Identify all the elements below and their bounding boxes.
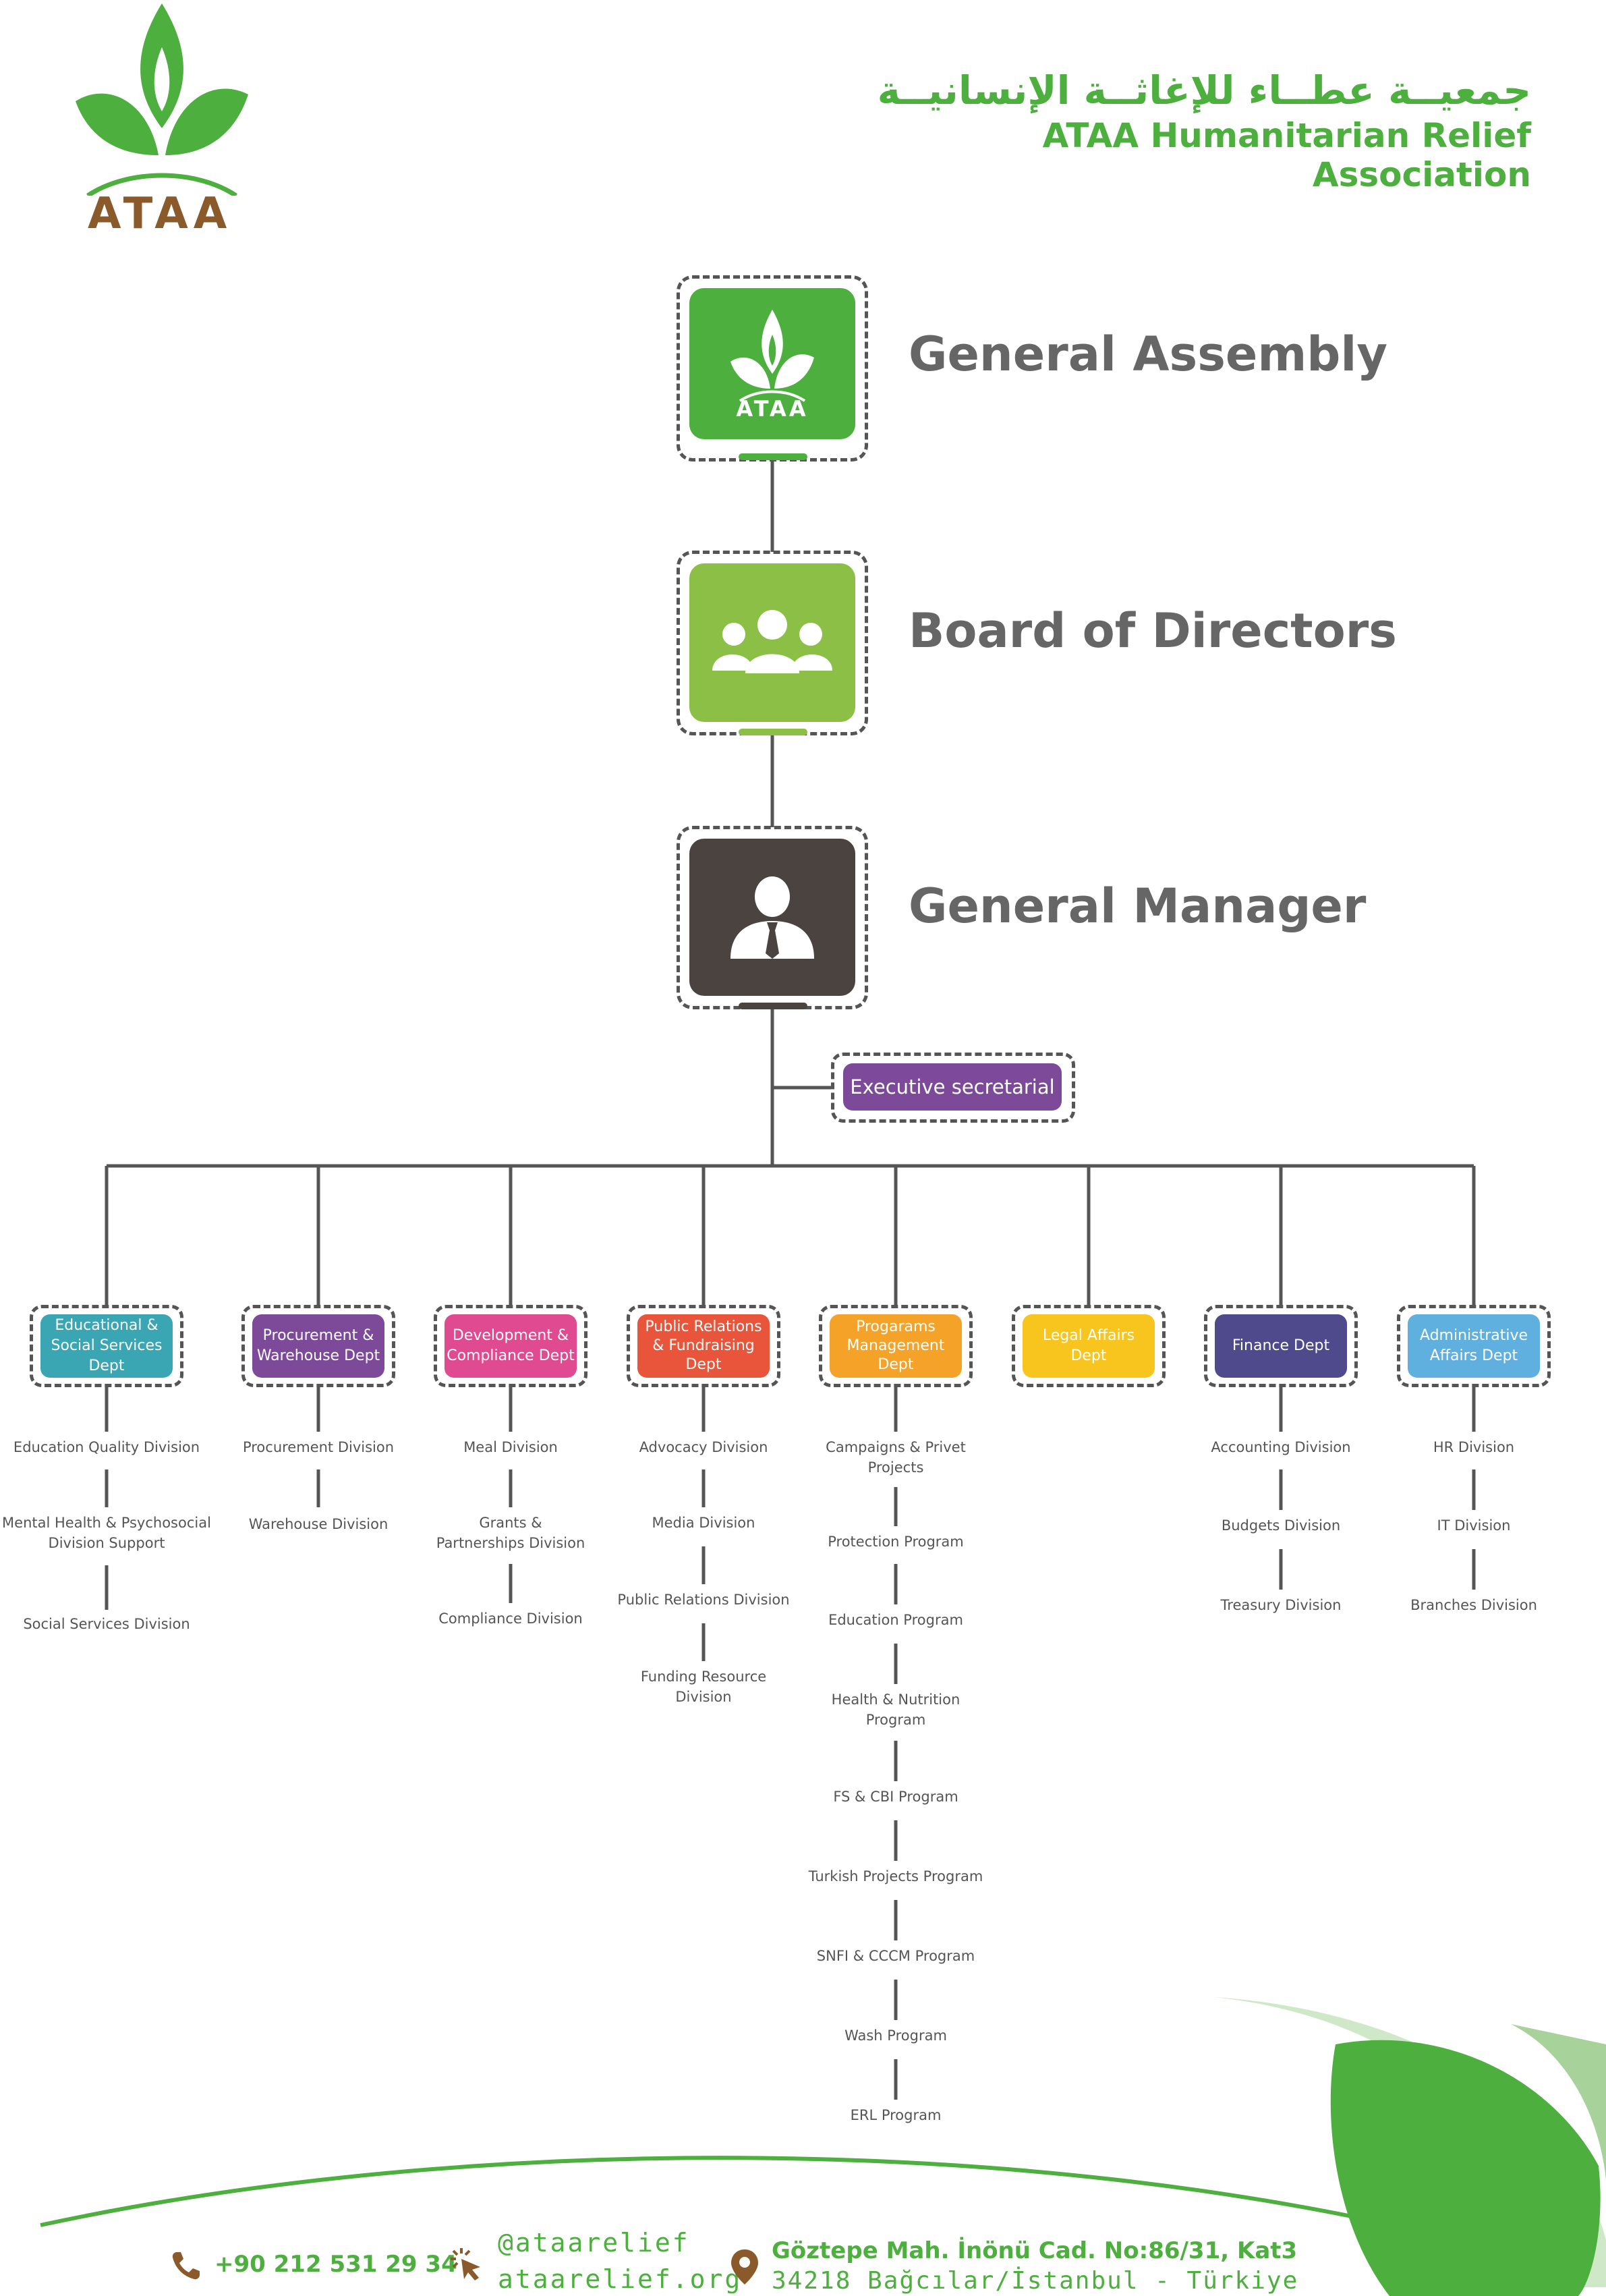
division-label: Warehouse Division [248,1516,389,1532]
general-manager-label: General Manager [909,878,1367,934]
department-box[interactable]: Finance Dept [1215,1314,1347,1378]
division-label: SNFI & CCCM Program [816,1948,975,1964]
phone-number[interactable]: +90 212 531 29 34 [214,2251,457,2278]
division-label: Protection Program [828,1534,964,1550]
division-label: Public Relations Division [617,1592,790,1608]
division-label: HR Division [1433,1439,1515,1455]
department-box[interactable]: Development &Compliance Dept [444,1314,577,1378]
org-name-english: ATAA Humanitarian Relief Association [1042,116,1531,194]
division-label: Procurement Division [242,1439,395,1455]
division-label: Wash Program [844,2027,947,2044]
division-label: Grants &Partnerships Division [436,1515,585,1551]
division-label: Treasury Division [1220,1597,1342,1613]
division-label: ERL Program [850,2107,942,2123]
department-frame [1204,1305,1358,1387]
org-name-arabic: جمعيــة عطــاء للإغاثــة الإنسانيــة [877,67,1531,113]
department-frame [1012,1305,1166,1387]
division-label: Advocacy Division [639,1439,768,1455]
executive-secretarial-frame [831,1053,1075,1123]
ataa-logo-icon [730,310,814,402]
website-link[interactable]: ataarelief.org [498,2264,743,2294]
phone-icon [172,2252,200,2280]
division-label: Accounting Division [1211,1439,1351,1455]
division-label: Social Services Division [23,1616,190,1632]
department-frame [434,1305,587,1387]
location-pin-icon [731,2249,758,2285]
department-frame [30,1305,183,1387]
logo-text: ATAA [88,189,233,239]
department-frame [819,1305,973,1387]
ataa-logo-text: ATAA [736,396,809,422]
manager-icon [730,876,814,959]
division-label: Turkish Projects Program [808,1868,983,1884]
logo: ATAA [67,0,256,243]
general-assembly-box[interactable]: ATAA [689,288,855,439]
department-label: Development &Compliance Dept [447,1327,575,1364]
general-manager-bar [739,1003,807,1009]
board-of-directors-label: Board of Directors [909,603,1397,659]
division-label: Branches Division [1410,1597,1537,1613]
general-manager-box[interactable] [689,839,855,996]
address-line-1: Göztepe Mah. İnönü Cad. No:86/31, Kat3 [772,2237,1298,2264]
group-icon [712,609,832,673]
department-box[interactable]: Procurement &Warehouse Dept [252,1314,384,1378]
division-label: Education Program [828,1612,963,1628]
division-label: Meal Division [463,1439,558,1455]
department-frame [241,1305,395,1387]
department-label: Procurement &Warehouse Dept [256,1327,380,1364]
department-box[interactable]: Educational &Social Services Dept [40,1314,173,1378]
cursor-click-icon [451,2248,480,2280]
leaf-logo-icon [76,3,248,198]
general-assembly-bar [739,453,807,460]
department-frame [627,1305,780,1387]
division-label: Budgets Division [1221,1517,1341,1534]
division-label: Education Quality Division [13,1439,200,1455]
division-label: FS & CBI Program [833,1789,958,1805]
address-line-2: 34218 Bağcılar/İstanbul - Türkiye [772,2267,1299,2295]
board-of-directors-box[interactable] [689,563,855,722]
board-of-directors-bar [739,729,807,735]
division-label: IT Division [1437,1517,1511,1534]
department-label: Educational &Social Services Dept [51,1317,163,1374]
department-frame [1397,1305,1551,1387]
social-handle[interactable]: @ataarelief [498,2228,690,2258]
division-label: Media Division [652,1515,755,1531]
general-assembly-label: General Assembly [909,327,1388,382]
executive-secretarial-box[interactable]: Executive secretarial [843,1063,1062,1111]
division-label: Compliance Division [438,1611,583,1627]
department-label: Finance Dept [1232,1337,1330,1354]
